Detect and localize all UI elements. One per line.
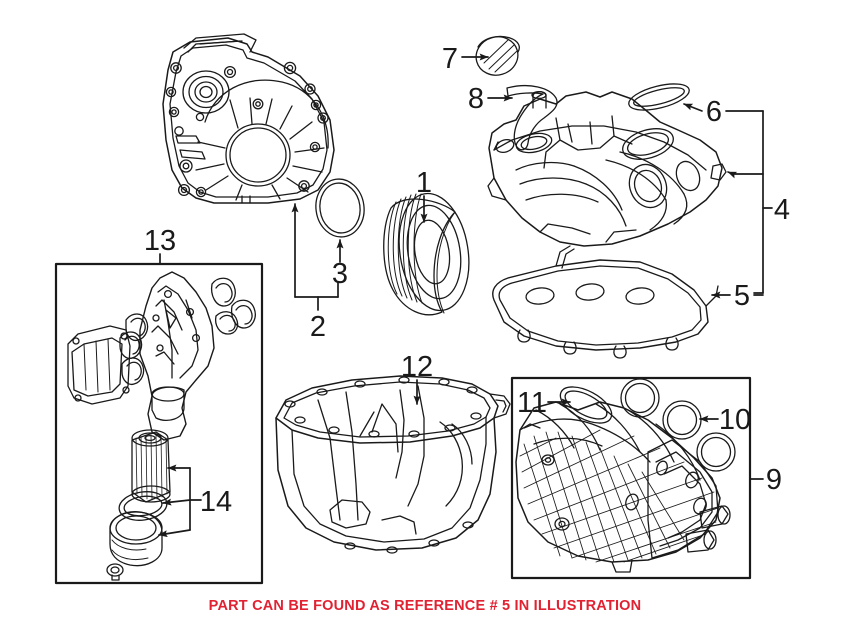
- callout-11: 11: [517, 387, 547, 419]
- callout-4: 4: [774, 194, 790, 226]
- callout-3: 3: [332, 258, 348, 290]
- timing-cover-o-ring: [315, 178, 365, 238]
- callout-6: 6: [706, 96, 722, 128]
- oil-drain-plug: [106, 563, 124, 581]
- oil-filter-cap: [109, 511, 163, 567]
- oil-filler-cap: [475, 35, 520, 76]
- manifold-o-ring-upper: [620, 378, 660, 418]
- reference-caption: PART CAN BE FOUND AS REFERENCE # 5 IN IL…: [208, 598, 642, 614]
- intake-manifold-box: [510, 376, 752, 580]
- oil-filter-housing-assembly: [67, 271, 256, 581]
- cylinder-head-cover: [487, 90, 727, 247]
- oil-filler-cap-gasket: [506, 84, 558, 151]
- callout-13: 13: [144, 225, 176, 257]
- callout-numbers: 1 2 3 4 5 6 7 8 9 10 11 12 13 14: [144, 43, 790, 518]
- oil-pan: [275, 375, 511, 554]
- leader-lines: [158, 53, 773, 538]
- callout-10: 10: [719, 404, 751, 436]
- callout-7: 7: [442, 43, 458, 75]
- callout-9: 9: [766, 464, 782, 496]
- callout-8: 8: [468, 83, 484, 115]
- valve-cover-gasket: [492, 245, 719, 359]
- camshaft-cover-seal: [628, 83, 690, 111]
- oil-filter-element: [131, 429, 171, 503]
- callout-2: 2: [310, 311, 326, 343]
- callout-1: 1: [416, 167, 432, 199]
- intake-manifold: [515, 401, 731, 573]
- callout-12: 12: [401, 351, 433, 383]
- timing-chain-cover: [162, 33, 335, 204]
- manifold-o-ring-lower: [696, 432, 736, 472]
- callout-14: 14: [200, 486, 232, 518]
- callout-5: 5: [734, 280, 750, 312]
- crankshaft-pulley: [383, 192, 470, 316]
- manifold-seal-oval: [559, 386, 613, 424]
